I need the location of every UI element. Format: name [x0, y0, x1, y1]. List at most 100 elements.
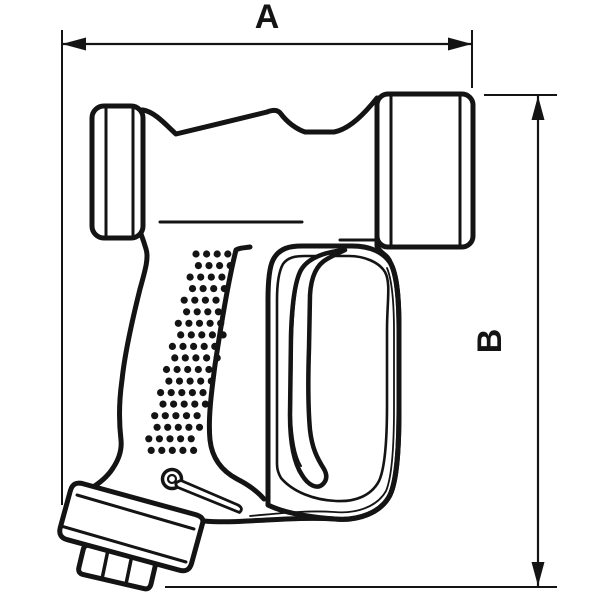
grip-dot	[178, 389, 186, 397]
grip-dot	[224, 250, 232, 258]
grip-dot	[182, 412, 191, 420]
grip-dot	[161, 412, 169, 420]
dimension-b-label: B	[471, 329, 509, 354]
dimension-a-arrowhead-left	[62, 37, 86, 51]
grip-dot	[162, 365, 171, 374]
dimension-b: B	[165, 94, 557, 588]
grip-dot	[177, 331, 185, 339]
grip-dot	[213, 354, 221, 362]
grip-dot	[187, 331, 195, 339]
grip-dot	[174, 319, 182, 327]
grip-dot	[203, 250, 211, 258]
grip-dot	[197, 273, 205, 281]
grip-dot	[186, 377, 194, 385]
grip-dot	[226, 262, 234, 270]
grip-dot	[157, 389, 165, 397]
grip-dot	[205, 365, 213, 374]
grip-dot	[212, 296, 220, 304]
grip-dot	[211, 342, 219, 350]
grip-dot	[193, 412, 201, 420]
grip-dot	[164, 423, 172, 431]
safety-clip	[174, 479, 243, 514]
grip-dot	[147, 446, 155, 454]
grip-dot	[195, 423, 204, 431]
grip-dot	[199, 389, 207, 397]
pivot-pin-center	[166, 473, 178, 485]
grip-dot	[204, 308, 212, 316]
inlet-coupling	[374, 91, 476, 250]
grip-dot	[193, 308, 201, 316]
grip-dot	[175, 377, 184, 385]
grip-dot	[191, 296, 199, 304]
dimension-a-label: A	[255, 0, 280, 36]
grip-dot	[183, 308, 191, 316]
grip-dot	[186, 273, 194, 281]
grip-dot	[165, 377, 173, 385]
grip-dot	[192, 250, 200, 258]
grip-dot	[179, 446, 187, 454]
grip-dot	[187, 435, 195, 443]
grip-dot	[177, 435, 185, 443]
dimension-a-arrowhead-right	[448, 37, 472, 51]
grip-dot	[206, 319, 214, 327]
grip-dot	[180, 296, 188, 304]
inlet-cap-bottom-band	[59, 524, 188, 564]
grip-dot	[184, 365, 192, 374]
grip-dot	[217, 319, 225, 327]
grip-dot	[197, 377, 205, 385]
grip-dot	[159, 400, 167, 408]
dimension-b-arrowhead-top	[531, 96, 545, 120]
trigger-guard	[265, 243, 402, 522]
hex-nut-facet-line-2	[124, 553, 134, 586]
grip-dot	[170, 400, 178, 408]
grip-dot	[168, 342, 176, 350]
dimension-b-arrowhead-bottom	[531, 562, 545, 586]
trigger-guard-inner-edge	[275, 254, 390, 503]
grip-dot	[166, 435, 174, 443]
grip-dot	[171, 354, 179, 362]
hex-nut-facet-line-1	[100, 548, 110, 581]
dimension-a: A	[61, 0, 473, 505]
grip-dot	[192, 354, 200, 362]
grip-dot	[198, 331, 206, 339]
grip-dot	[179, 342, 187, 350]
grip-dot	[151, 412, 159, 420]
grip-dot	[185, 423, 193, 431]
grip-dot	[188, 285, 197, 293]
grip-dot	[205, 262, 213, 270]
inlet-cap-top-band	[75, 493, 196, 531]
grip-rear-edge	[206, 244, 267, 502]
grip-dot	[190, 342, 198, 350]
grip-dot	[191, 400, 199, 408]
trigger	[287, 247, 348, 489]
grip-dot	[194, 262, 202, 270]
grip-dot	[203, 354, 211, 362]
inlet-cap	[57, 480, 206, 574]
grip-dot	[190, 446, 198, 454]
grip-dot	[174, 423, 182, 431]
grip-dot	[145, 435, 153, 443]
grip-dot	[220, 285, 228, 293]
grip-dot	[194, 365, 202, 374]
grip-dot	[195, 319, 204, 327]
outlet-coupling	[89, 103, 146, 241]
trigger-inner-line	[290, 275, 302, 467]
grip-dot	[214, 308, 222, 316]
grip-dot	[200, 342, 208, 350]
grip-dot	[168, 446, 176, 454]
grip-dot	[201, 400, 209, 408]
grip-dot	[207, 273, 215, 281]
grip-knurling	[145, 250, 234, 454]
grip-dot	[213, 250, 221, 258]
grip-dot	[173, 365, 181, 374]
grip-dot	[181, 354, 189, 362]
grip-dot	[172, 412, 180, 420]
grip-dot	[219, 331, 227, 339]
grip-dot	[185, 319, 193, 327]
grip-dot	[153, 423, 161, 431]
grip-dot	[218, 273, 226, 281]
grip-dot	[207, 377, 215, 385]
grip-dot	[158, 446, 166, 454]
